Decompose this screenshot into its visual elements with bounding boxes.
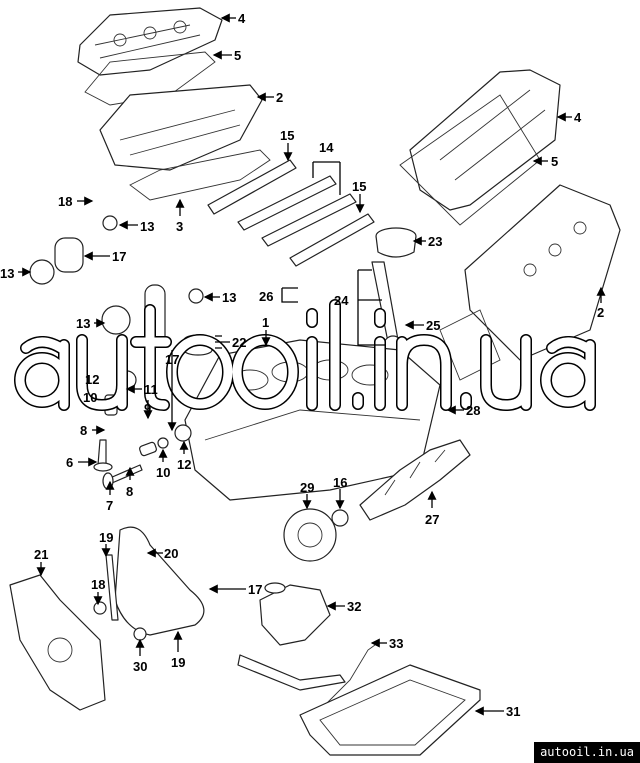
- oil-pan: [299, 664, 481, 756]
- callout-16: 16: [333, 475, 347, 490]
- callout-25: 25: [426, 318, 440, 333]
- callout-4: 4: [574, 110, 582, 125]
- site-badge: autooil.in.ua: [534, 742, 640, 763]
- callout-13: 13: [222, 290, 236, 305]
- callout-8: 8: [80, 423, 87, 438]
- callout-10: 10: [83, 390, 97, 405]
- cylinder-head-right: [439, 184, 621, 381]
- callout-20: 20: [164, 546, 178, 561]
- crankshaft: [359, 439, 471, 521]
- camshafts: [207, 159, 375, 267]
- callout-5: 5: [551, 154, 558, 169]
- valve-cover-left: [77, 7, 223, 76]
- callout-13: 13: [140, 219, 154, 234]
- callout-21: 21: [34, 547, 48, 562]
- callout-19: 19: [171, 655, 185, 670]
- timing-cover: [9, 574, 106, 711]
- cylinder-head-left: [99, 84, 263, 171]
- callout-13: 13: [0, 266, 14, 281]
- callout-labels: 4 5 2 15 14 15 18 13 3 23 17 13 26 24 25…: [0, 11, 604, 719]
- oil-pump: [259, 582, 331, 646]
- valve-cover-gasket-left: [84, 51, 216, 106]
- callout-30: 30: [133, 659, 147, 674]
- callout-10: 10: [156, 465, 170, 480]
- callout-13: 13: [76, 316, 90, 331]
- callout-12: 12: [177, 457, 191, 472]
- callout-22: 22: [232, 335, 246, 350]
- callout-1: 1: [262, 315, 269, 330]
- callout-18: 18: [91, 577, 105, 592]
- piston: [375, 227, 417, 258]
- callout-29: 29: [300, 480, 314, 495]
- callout-9: 9: [144, 401, 151, 416]
- callout-19: 19: [99, 530, 113, 545]
- callout-26: 26: [259, 289, 273, 304]
- head-gasket-left: [129, 149, 271, 201]
- callout-2: 2: [597, 305, 604, 320]
- callout-32: 32: [347, 599, 361, 614]
- callout-31: 31: [506, 704, 520, 719]
- callout-4: 4: [238, 11, 246, 26]
- callout-33: 33: [389, 636, 403, 651]
- crank-pulley: [283, 508, 349, 562]
- callout-23: 23: [428, 234, 442, 249]
- callout-27: 27: [425, 512, 439, 527]
- callout-8: 8: [126, 484, 133, 499]
- callout-24: 24: [334, 293, 349, 308]
- callout-17: 17: [248, 582, 262, 597]
- leader-lines: [18, 13, 606, 716]
- callout-12: 12: [85, 372, 99, 387]
- callout-14: 14: [319, 140, 334, 155]
- valve-cover-right: [399, 69, 561, 226]
- callout-15: 15: [280, 128, 294, 143]
- callout-7: 7: [106, 498, 113, 513]
- callout-18: 18: [58, 194, 72, 209]
- callout-6: 6: [66, 455, 73, 470]
- callout-17: 17: [112, 249, 126, 264]
- callout-2: 2: [276, 90, 283, 105]
- callout-28: 28: [466, 403, 480, 418]
- callout-11: 11: [144, 382, 158, 397]
- callout-17: 17: [165, 352, 179, 367]
- callout-3: 3: [176, 219, 183, 234]
- callout-15: 15: [352, 179, 366, 194]
- callout-5: 5: [234, 48, 241, 63]
